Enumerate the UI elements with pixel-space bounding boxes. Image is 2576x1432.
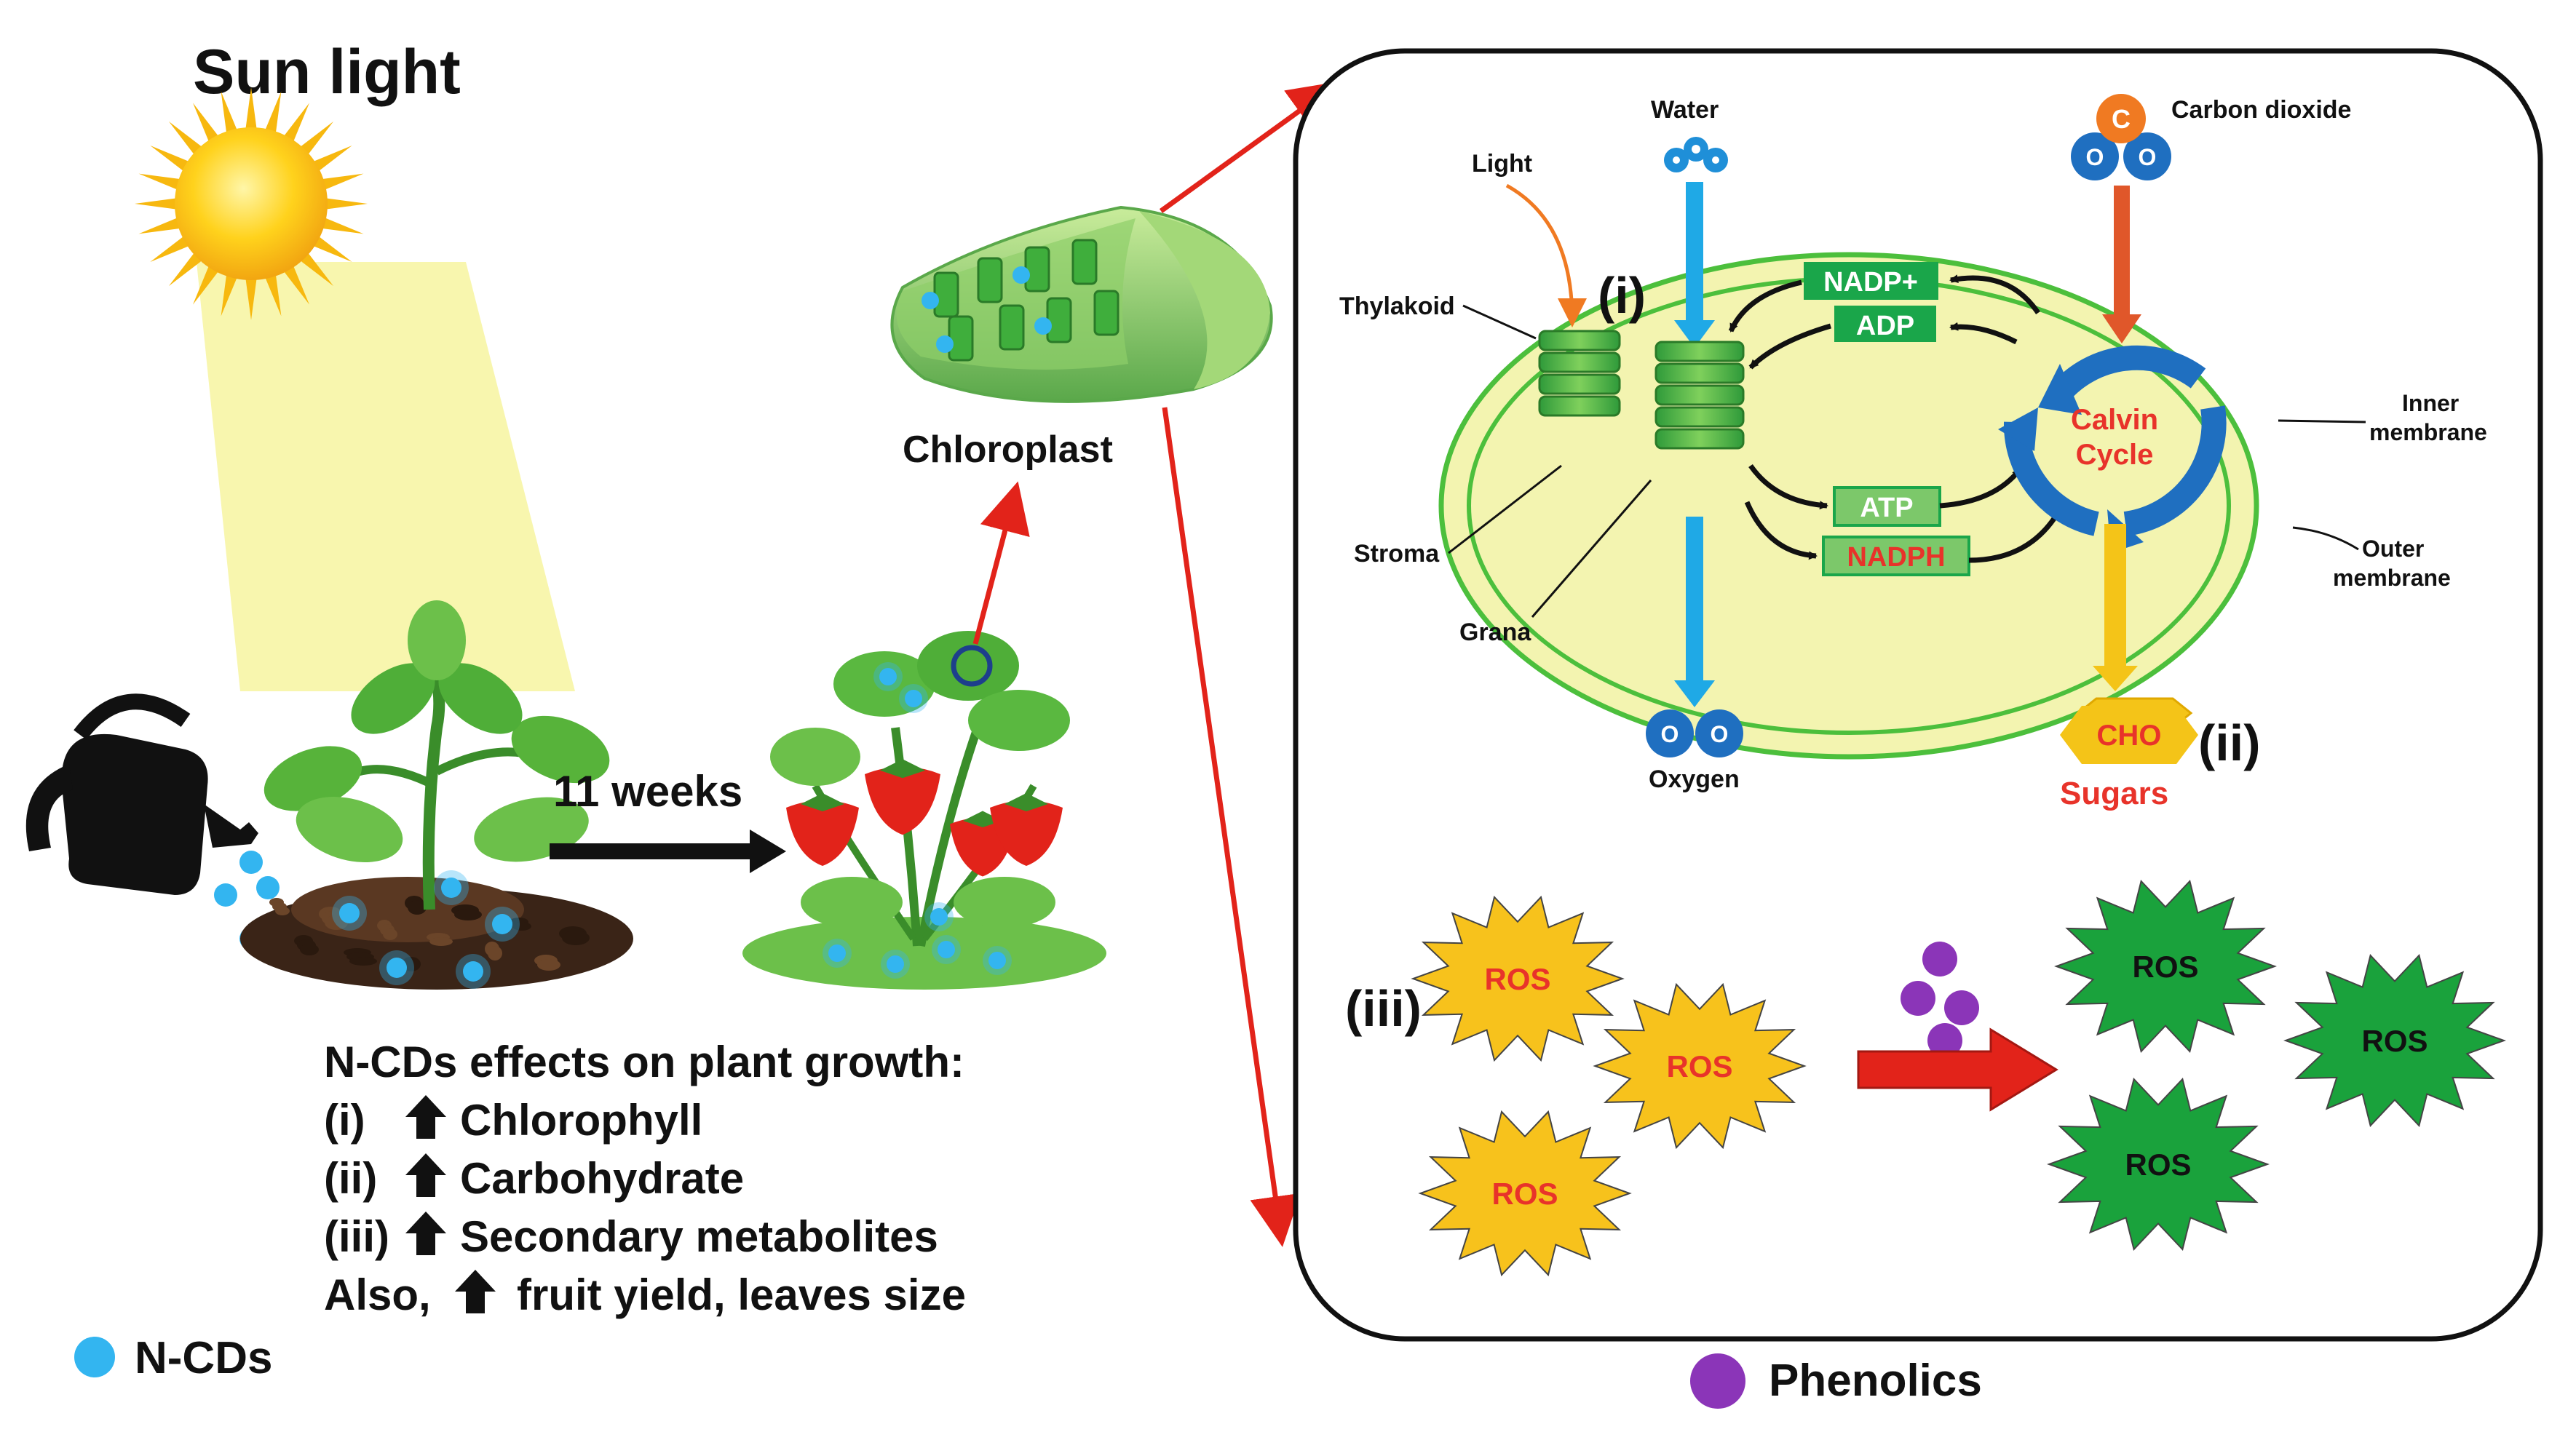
svg-text:ROS: ROS [1484, 962, 1550, 996]
carbon-dioxide-label: Carbon dioxide [2171, 96, 2351, 124]
svg-text:ROS: ROS [1491, 1177, 1558, 1211]
cycle-flow-arrows [1728, 274, 2063, 563]
outer-membrane-label-1: Outer [2362, 536, 2424, 562]
light-label: Light [1472, 150, 1532, 178]
atp-box [1833, 486, 1941, 527]
ros-bursts: ROS ROS ROS ROS ROS ROS [1411, 879, 2506, 1277]
watering-can-icon [25, 693, 258, 895]
nadp-plus-label: NADP+ [1823, 267, 1918, 298]
co2-oxygen-label-1: O [2086, 144, 2104, 170]
effect-text-3: Secondary metabolites [460, 1212, 938, 1261]
calvin-cycle-label-2: Cycle [2076, 439, 2154, 471]
light-beam [197, 262, 575, 691]
atp-label: ATP [1860, 493, 1913, 523]
chloroplast-highlight-circle [951, 645, 993, 687]
ncds-plant [823, 662, 1012, 979]
co2-carbon-label: C [2112, 104, 2131, 134]
inner-membrane-label-1: Inner [2402, 390, 2459, 416]
phenolics-legend-dot [1690, 1353, 1745, 1409]
zoom-arrow-top [1159, 81, 1341, 213]
sugars-label: Sugars [2060, 776, 2168, 811]
svg-text:ROS: ROS [2132, 950, 2198, 984]
calvin-cycle-arrows [1998, 345, 2227, 553]
outer-membrane-pointer [2292, 526, 2359, 551]
grana-pointer [1531, 480, 1652, 618]
stroma-pointer [1448, 464, 1562, 554]
stroma-label: Stroma [1354, 540, 1440, 568]
chloroplast-label: Chloroplast [903, 429, 1113, 471]
cho-badge [2060, 706, 2198, 764]
oxygen-atom-label-2: O [1711, 721, 1729, 747]
marker-iii: (iii) [1345, 980, 1422, 1037]
svg-text:ROS: ROS [1666, 1049, 1732, 1083]
calvin-cycle-label-1: Calvin [2071, 404, 2158, 436]
co2-flow-arrow [2114, 186, 2130, 317]
granum-right [1654, 341, 1745, 450]
oxygen-flow-arrow [1686, 517, 1703, 684]
inner-membrane-label-2: membrane [2369, 419, 2487, 445]
oxygen-label: Oxygen [1649, 765, 1740, 793]
outer-membrane-label-2: membrane [2333, 565, 2451, 591]
phenolic-cluster [1901, 942, 1979, 1058]
effect-text-1: Chlorophyll [460, 1096, 702, 1145]
co2-molecule-icon: C O O [2071, 94, 2171, 180]
cho-label: CHO [2097, 720, 2162, 752]
svg-text:ROS: ROS [2125, 1147, 2191, 1182]
strawberry-plant [770, 631, 1070, 947]
effect-prefix-1: (i) [324, 1096, 365, 1145]
strawberries [786, 759, 1063, 877]
increase-arrow-icon [455, 1270, 496, 1313]
sun-icon [135, 87, 368, 320]
marker-ii: (ii) [2198, 715, 2261, 771]
effect-prefix-3: (iii) [324, 1212, 389, 1261]
also-text: fruit yield, leaves size [517, 1270, 966, 1319]
ncds-legend-label: N-CDs [135, 1333, 272, 1383]
phenolics-legend-label: Phenolics [1769, 1356, 1982, 1406]
effects-list: (i) Chlorophyll (ii) Carbohydrate (iii) Secon… [324, 1095, 938, 1261]
scavenging-arrow [1857, 1027, 2058, 1112]
water-molecule-icon [1664, 137, 1728, 172]
also-line: Also, fruit yield, leaves size [324, 1270, 966, 1319]
arrow-plant-to-chloroplast [972, 481, 1030, 645]
strawberry-ground [742, 917, 1106, 990]
effect-text-2: Carbohydrate [460, 1154, 744, 1203]
grana-label: Grana [1459, 618, 1531, 646]
co2-oxygen-label-2: O [2139, 144, 2157, 170]
nadp-plus-box [1804, 262, 1938, 300]
effects-title: N-CDs effects on plant growth: [324, 1038, 964, 1086]
also-prefix: Also, [324, 1270, 431, 1319]
ncds-soil-left [332, 870, 520, 989]
sun-light-title: Sun light [193, 37, 461, 107]
water-flow-arrow [1686, 182, 1703, 320]
thylakoid-label: Thylakoid [1339, 293, 1455, 320]
effect-prefix-2: (ii) [324, 1154, 377, 1203]
marker-i: (i) [1598, 267, 1646, 324]
ncds-legend-dot [74, 1337, 115, 1377]
nadph-label: NADPH [1847, 542, 1945, 573]
weeks-label: 11 weeks [553, 767, 742, 816]
water-label: Water [1651, 96, 1719, 124]
adp-box [1834, 306, 1936, 342]
sugar-flow-arrow [2104, 524, 2126, 669]
granum-left [1538, 330, 1621, 417]
oxygen-atom-label-1: O [1661, 721, 1679, 747]
thylakoid-pointer [1462, 304, 1537, 340]
inner-membrane-pointer [2278, 419, 2366, 423]
svg-text:ROS: ROS [2361, 1024, 2428, 1058]
adp-label: ADP [1856, 311, 1914, 341]
oxygen-molecule-icon: O O [1646, 709, 1743, 757]
nadph-box [1822, 536, 1970, 576]
light-arrow [1505, 183, 1587, 327]
zoom-arrow-bottom [1162, 407, 1301, 1247]
